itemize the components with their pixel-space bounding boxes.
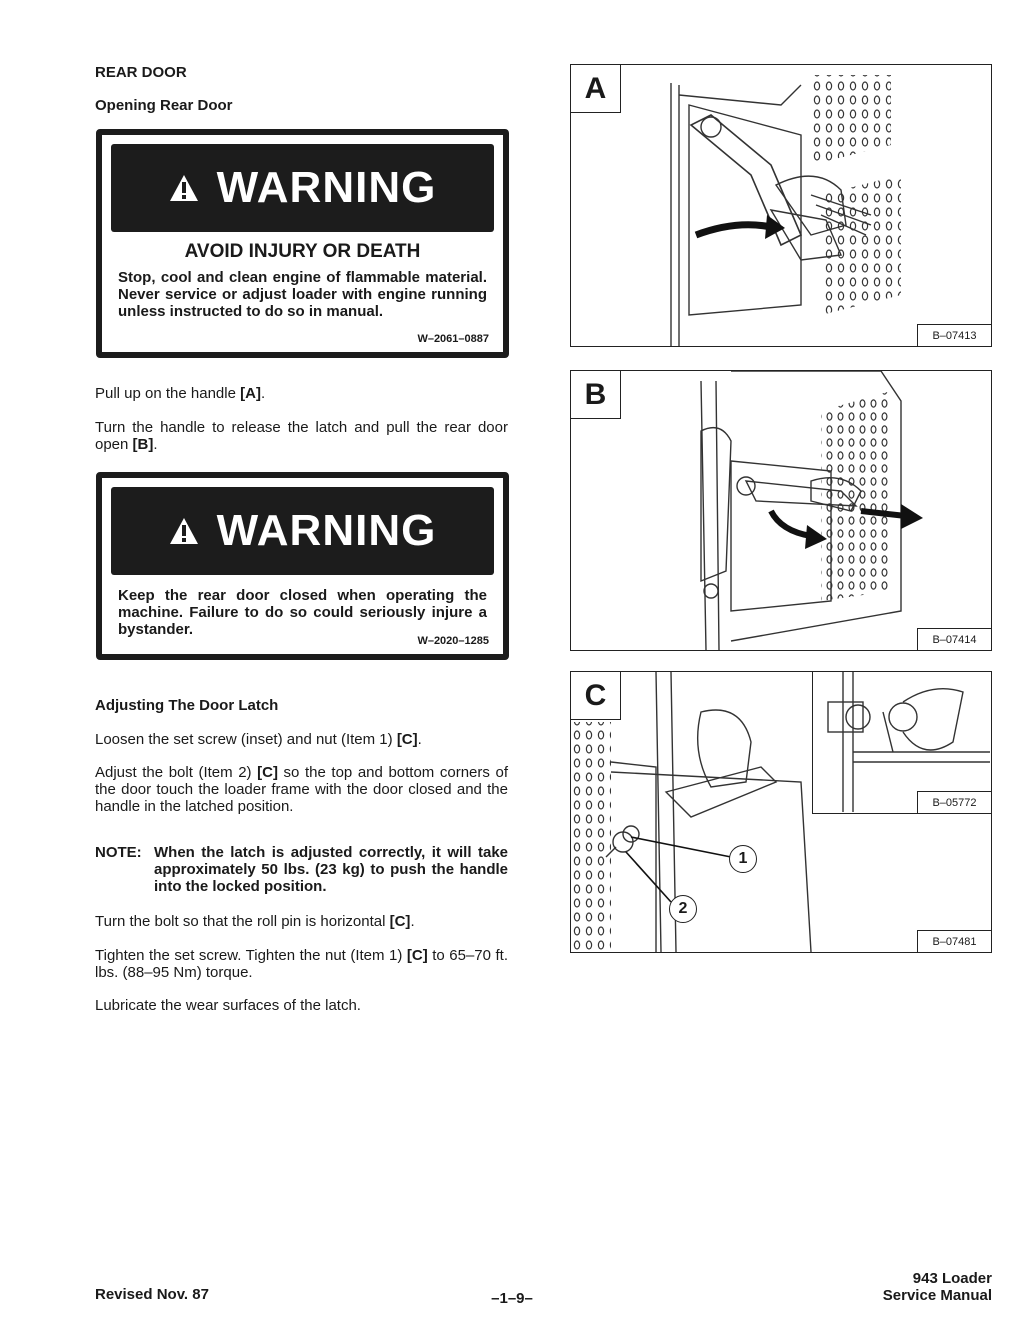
- subsection-opening-title: Opening Rear Door: [95, 97, 233, 114]
- note-text: When the latch is adjusted correctly, it…: [154, 844, 508, 895]
- paragraph-lubricate: Lubricate the wear surfaces of the latch…: [95, 997, 361, 1014]
- text: Turn the bolt so that the roll pin is ho…: [95, 913, 390, 930]
- paragraph-pull-handle: Pull up on the handle [A].: [95, 385, 508, 402]
- text: .: [153, 436, 158, 453]
- callout-item-1: 1: [729, 845, 757, 873]
- text: .: [410, 913, 415, 930]
- text: Tighten the set screw. Tighten the nut (…: [95, 947, 407, 964]
- note-label: NOTE:: [95, 844, 142, 861]
- rear-door-open-illustration: [700, 371, 923, 650]
- text: .: [260, 385, 266, 402]
- figure-ref: [A]: [240, 385, 261, 402]
- figure-c-inset: B–05772: [812, 672, 991, 814]
- warning-banner-text: WARNING: [216, 163, 437, 212]
- text: Loosen the set screw (inset) and nut (It…: [95, 731, 397, 748]
- figure-ref: [C]: [389, 913, 411, 930]
- figure-code: B–07414: [917, 628, 991, 650]
- warning-banner-1: WARNING: [111, 144, 494, 232]
- warning-box-2: WARNING Keep the rear door closed when o…: [96, 472, 509, 660]
- warning-box-1: WARNING AVOID INJURY OR DEATH Stop, cool…: [96, 129, 509, 358]
- footer-revised: Revised Nov. 87: [95, 1286, 209, 1303]
- figure-code: B–07481: [917, 930, 991, 952]
- footer-manual-title: 943 Loader Service Manual: [883, 1270, 992, 1304]
- callout-item-2: 2: [669, 895, 697, 923]
- warning-triangle-icon: [169, 518, 198, 544]
- set-screw-inset-illustration: [827, 672, 990, 812]
- text: Turn the handle to release the latch and…: [95, 419, 508, 453]
- text: so the top and bottom corners of the doo…: [95, 764, 508, 815]
- paragraph-tighten: Tighten the set screw. Tighten the nut (…: [95, 947, 508, 981]
- warning-body-2: Keep the rear door closed when operating…: [118, 587, 487, 638]
- figure-ref: [C]: [257, 764, 278, 781]
- rear-door-handle-illustration: [670, 75, 901, 346]
- figure-b: B B–07414: [570, 370, 992, 651]
- warning-body-1: Stop, cool and clean engine of flammable…: [118, 269, 487, 320]
- figure-label: C: [571, 672, 621, 720]
- figure-ref: [B]: [132, 436, 154, 453]
- warning-banner-text: WARNING: [216, 506, 437, 555]
- warning-code-2: W–2020–1285: [417, 635, 489, 647]
- paragraph-turn-handle: Turn the handle to release the latch and…: [95, 419, 508, 453]
- warning-code-1: W–2061–0887: [417, 333, 489, 345]
- figure-a: A B–07413: [570, 64, 992, 347]
- note-block: NOTE: When the latch is adjusted correct…: [95, 844, 508, 895]
- paragraph-adjust-bolt: Adjust the bolt (Item 2) [C] so the top …: [95, 764, 508, 815]
- warning-triangle-icon: [169, 175, 198, 201]
- text: Adjust the bolt (Item 2): [95, 764, 258, 781]
- figure-ref: [C]: [406, 947, 428, 964]
- figure-c: B–05772 C 1 2 B–07481: [570, 671, 992, 953]
- inset-code: B–05772: [917, 791, 991, 813]
- subsection-adjusting-title: Adjusting The Door Latch: [95, 697, 279, 714]
- footer-model: 943 Loader: [912, 1270, 992, 1287]
- footer-manual: Service Manual: [882, 1287, 992, 1304]
- paragraph-turn-bolt: Turn the bolt so that the roll pin is ho…: [95, 913, 508, 930]
- text: Pull up on the handle: [95, 385, 241, 402]
- figure-code: B–07413: [917, 324, 991, 346]
- figure-label: A: [571, 65, 621, 113]
- text: .: [417, 731, 422, 748]
- figure-ref: [C]: [396, 731, 418, 748]
- warning-banner-2: WARNING: [111, 487, 494, 575]
- text: to 65–70 ft. lbs. (88–95 Nm) torque.: [95, 947, 508, 981]
- paragraph-loosen: Loosen the set screw (inset) and nut (It…: [95, 731, 508, 748]
- footer-page-number: –1–9–: [491, 1290, 533, 1307]
- figure-label: B: [571, 371, 621, 419]
- warning-heading: AVOID INJURY OR DEATH: [184, 241, 421, 262]
- section-title: REAR DOOR: [95, 64, 187, 81]
